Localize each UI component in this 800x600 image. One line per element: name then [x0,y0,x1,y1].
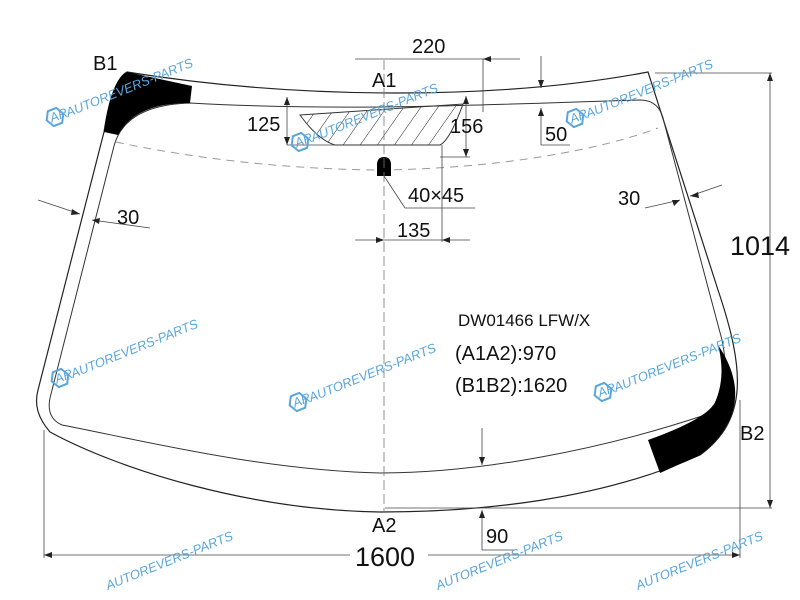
watermark: AUTOREVERS-PARTS [103,528,236,593]
glass-inner-edge [48,99,727,474]
dim-30-left: 30 [117,207,139,229]
watermark-text: AUTOREVERS-PARTS [103,528,236,593]
hatched-zone [299,103,464,146]
point-a2-label: A2 [372,515,396,537]
b1-black-frit [104,72,192,135]
dim-135: 135 [397,220,430,242]
dim-30-right: 30 [618,188,640,210]
watermark-logo: AR [46,105,69,126]
watermark: AR AUTOREVERS-PARTS [50,316,201,389]
watermark-logo: AR [594,380,617,401]
watermark-logo: AR [566,106,589,127]
dim-156: 156 [450,116,483,138]
b2-black-frit [648,345,736,473]
watermark-text: AUTOREVERS-PARTS [68,316,201,381]
watermark: AR AUTOREVERS-PARTS [288,340,439,413]
dim-1600: 1600 [355,542,415,572]
point-a1-label: A1 [372,70,396,92]
watermark-text: AUTOREVERS-PARTS [306,340,439,405]
watermark: AUTOREVERS-PARTS [633,528,766,593]
dim-50: 50 [545,124,567,146]
dim-220: 220 [412,36,445,58]
dim-sensor-size: 40×45 [408,185,464,207]
dim-125: 125 [247,114,280,136]
dim-90: 90 [486,526,508,548]
dim-1014: 1014 [730,231,790,261]
watermark-text: AUTOREVERS-PARTS [633,528,766,593]
a1a2-length: (A1A2):970 [455,343,556,365]
watermark-text: AUTOREVERS-PARTS [583,56,716,121]
dimension-arrows [44,56,773,558]
watermark: AR AUTOREVERS-PARTS [565,56,716,129]
watermark-logo: AR [289,390,312,411]
point-b1-label: B1 [93,53,117,75]
point-b2-label: B2 [740,423,764,445]
glass-outer-edge [35,71,738,513]
part-code: DW01466 LFW/X [458,311,590,330]
watermark-logo: AR [291,130,314,151]
b1b2-length: (B1B2):1620 [455,375,567,397]
watermark-logo: AR [51,366,74,387]
